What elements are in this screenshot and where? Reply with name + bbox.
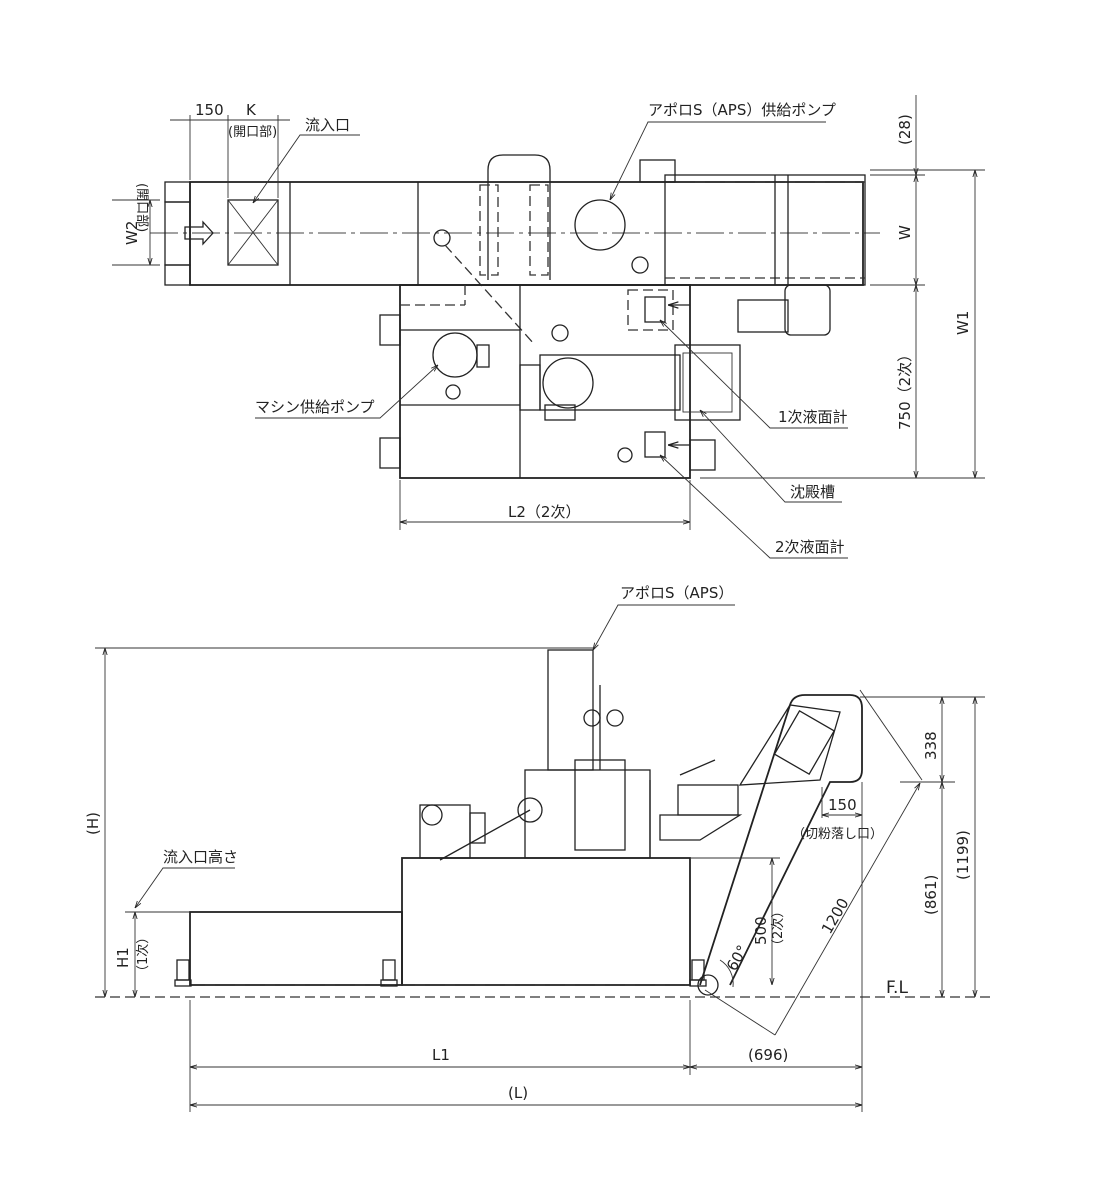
dim-500-note: （2次）: [770, 905, 786, 952]
floor-label: F.L: [886, 978, 908, 998]
level-gauge-1: [627, 289, 674, 331]
dim-696: (696): [748, 1046, 788, 1064]
aps-pump: [574, 199, 626, 251]
machine-pump-side: [419, 804, 471, 859]
dim-h1: H1: [114, 947, 132, 968]
dim-k-note: (開口部): [228, 125, 277, 140]
dim-1199: (1199): [954, 830, 972, 880]
aps-label: アポロS（APS）: [620, 584, 733, 602]
dim-l1: L1: [432, 1046, 450, 1064]
dim-28: (28): [896, 114, 914, 145]
inlet-height-label: 流入口高さ: [163, 848, 238, 866]
angle-label: 60°: [723, 942, 752, 974]
dim-w2-note: (開口部): [134, 183, 149, 232]
secondary-tank-outline: [399, 284, 691, 479]
side-view: (H) H1 （1次） 流入口高さ アポロS（APS） 500 （2次） 60°…: [84, 584, 990, 1112]
dim-w: W: [896, 225, 914, 240]
dim-k: K: [246, 101, 257, 119]
primary-tank-side: [189, 911, 403, 986]
chip-outlet-label: （切粉落し口）: [792, 827, 883, 842]
machine-pump-label: マシン供給ポンプ: [255, 398, 375, 416]
dim-h1-note: （1次）: [135, 931, 151, 978]
aps-pump-label: アポロS（APS）供給ポンプ: [648, 101, 836, 119]
dim-l: (L): [508, 1084, 528, 1102]
machine-pump: [432, 332, 478, 378]
settling-tank: [674, 344, 741, 421]
level-gauge-1-label: 1次液面計: [778, 408, 848, 426]
settling-tank-label: 沈殿槽: [790, 483, 835, 501]
dim-150-top: 150: [195, 101, 224, 119]
level-gauge-2: [644, 431, 666, 458]
dim-500: 500: [752, 916, 770, 945]
dim-w2: W2: [123, 221, 141, 245]
dim-861: (861): [922, 875, 940, 915]
level-gauge-2-label: 2次液面計: [775, 538, 845, 556]
dim-l2: L2（2次）: [508, 503, 580, 521]
dim-w1: W1: [954, 311, 972, 335]
dim-338: 338: [922, 731, 940, 760]
conveyor-side: [699, 694, 863, 986]
dim-150-side: 150: [828, 796, 857, 814]
dim-h: (H): [84, 812, 102, 835]
secondary-tank-side: [401, 857, 691, 986]
dim-750: 750（2次）: [896, 347, 914, 430]
top-view: 150 K (開口部) 流入口 アポロS（APS）供給ポンプ W2 (開口部) …: [112, 95, 985, 559]
conveyor-top: [664, 174, 866, 286]
flow-arrow-icon: [184, 220, 214, 246]
primary-tank-outline: [189, 181, 864, 286]
inlet-label: 流入口: [305, 116, 350, 134]
dim-1200: 1200: [818, 895, 853, 937]
aps-unit: [547, 649, 594, 771]
